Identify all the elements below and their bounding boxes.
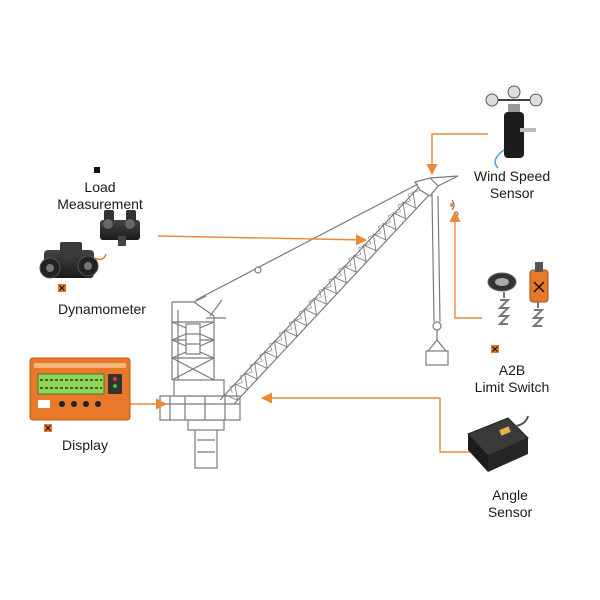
angle-sensor-line1: Angle	[492, 487, 528, 503]
square-bullet-icon	[94, 167, 100, 173]
crane-rigging	[193, 183, 419, 303]
crane-tower	[171, 299, 226, 381]
dynamometer-label: Dynamometer	[42, 301, 162, 318]
load-pin-small	[100, 210, 140, 246]
wind-speed-sensor-line2: Sensor	[489, 185, 535, 201]
a2b-limit-switch-line2: Limit Switch	[474, 379, 550, 395]
a2b-limit-switch-line1: A2B	[498, 362, 526, 378]
crane-boom	[219, 175, 459, 405]
wind-speed-sensor-label: Wind Speed Sensor	[466, 168, 558, 202]
crane-hoist	[425, 193, 459, 366]
a2b-limit-switch-device	[487, 262, 549, 353]
a2b-limit-switch-label: A2B Limit Switch	[462, 362, 562, 396]
wind-speed-sensor-line1: Wind Speed	[473, 168, 551, 184]
angle-sensor-device	[467, 415, 529, 472]
brand-x-icon	[44, 424, 52, 432]
crane	[159, 175, 459, 469]
crane-pedestal	[187, 419, 225, 469]
brand-x-icon	[491, 345, 499, 353]
load-measurement-label: Load Measurement	[40, 162, 160, 213]
callout-arrows	[130, 133, 488, 453]
crane-base	[159, 379, 241, 421]
arrow-a2b-to-hook	[449, 210, 482, 319]
load-measurement-line2: Measurement	[57, 196, 143, 212]
angle-sensor-label: Angle Sensor	[470, 487, 550, 521]
dynamometer-large	[39, 242, 107, 279]
load-measurement-line1: Load	[84, 179, 116, 195]
dynamometer-label-text: Dynamometer	[58, 301, 146, 317]
arrow-angle-to-boom	[260, 392, 470, 453]
angle-sensor-line2: Sensor	[487, 504, 533, 520]
dynamometer-device	[39, 210, 140, 292]
arrow-load-to-boom	[157, 234, 368, 246]
display-label: Display	[50, 437, 120, 454]
arrow-wind-to-tip	[426, 133, 488, 176]
brand-x-icon	[58, 284, 66, 292]
wind-speed-sensor-device	[485, 85, 543, 169]
display-device	[29, 357, 131, 432]
display-label-text: Display	[62, 437, 108, 453]
